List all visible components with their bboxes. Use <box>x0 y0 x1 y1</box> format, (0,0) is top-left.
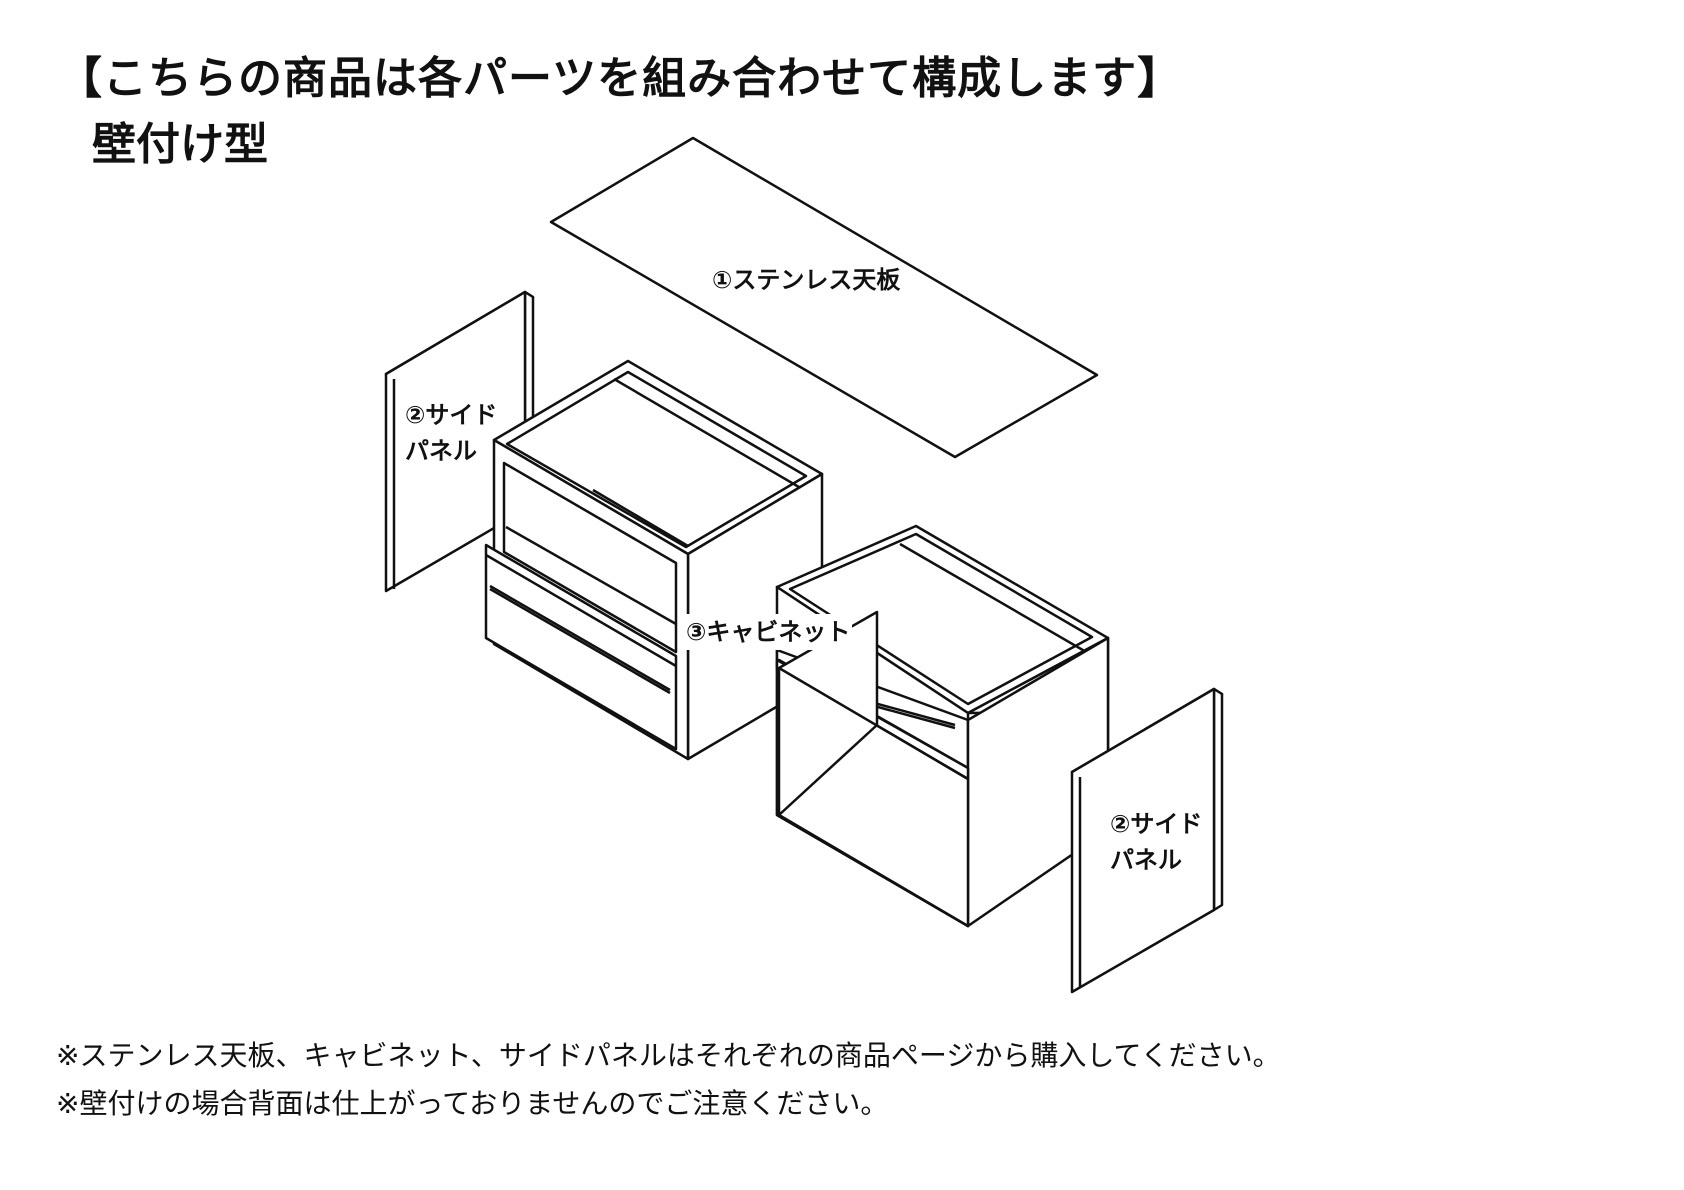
left-side-panel-label-line1: ②サイド <box>405 401 498 429</box>
right-side-panel-label-line2: パネル <box>1110 846 1182 874</box>
purchase-note: ※ステンレス天板、キャビネット、サイドパネルはそれぞれの商品ページから購入してく… <box>56 1039 1281 1072</box>
stainless-top-panel <box>549 136 1099 459</box>
page-title: 【こちらの商品は各パーツを組み合わせて構成します】 <box>58 53 1183 104</box>
cabinet-right-unit <box>775 524 1110 928</box>
cabinet-label: ③キャビネット <box>684 614 853 650</box>
wall-mount-note: ※壁付けの場合背面は仕上がっておりませんのでご注意ください。 <box>56 1087 889 1120</box>
left-side-panel-label: ②サイド パネル <box>405 397 497 469</box>
right-side-panel-label: ②サイド パネル <box>1110 806 1202 878</box>
page-subtitle: 壁付け型 <box>92 119 268 170</box>
stainless-top-label: ①ステンレス天板 <box>712 266 901 294</box>
cabinet-left-unit <box>484 359 824 761</box>
left-side-panel-label-line2: パネル <box>405 437 477 465</box>
right-side-panel-label-line1: ②サイド <box>1110 810 1203 838</box>
right-side-panel <box>1070 687 1224 994</box>
